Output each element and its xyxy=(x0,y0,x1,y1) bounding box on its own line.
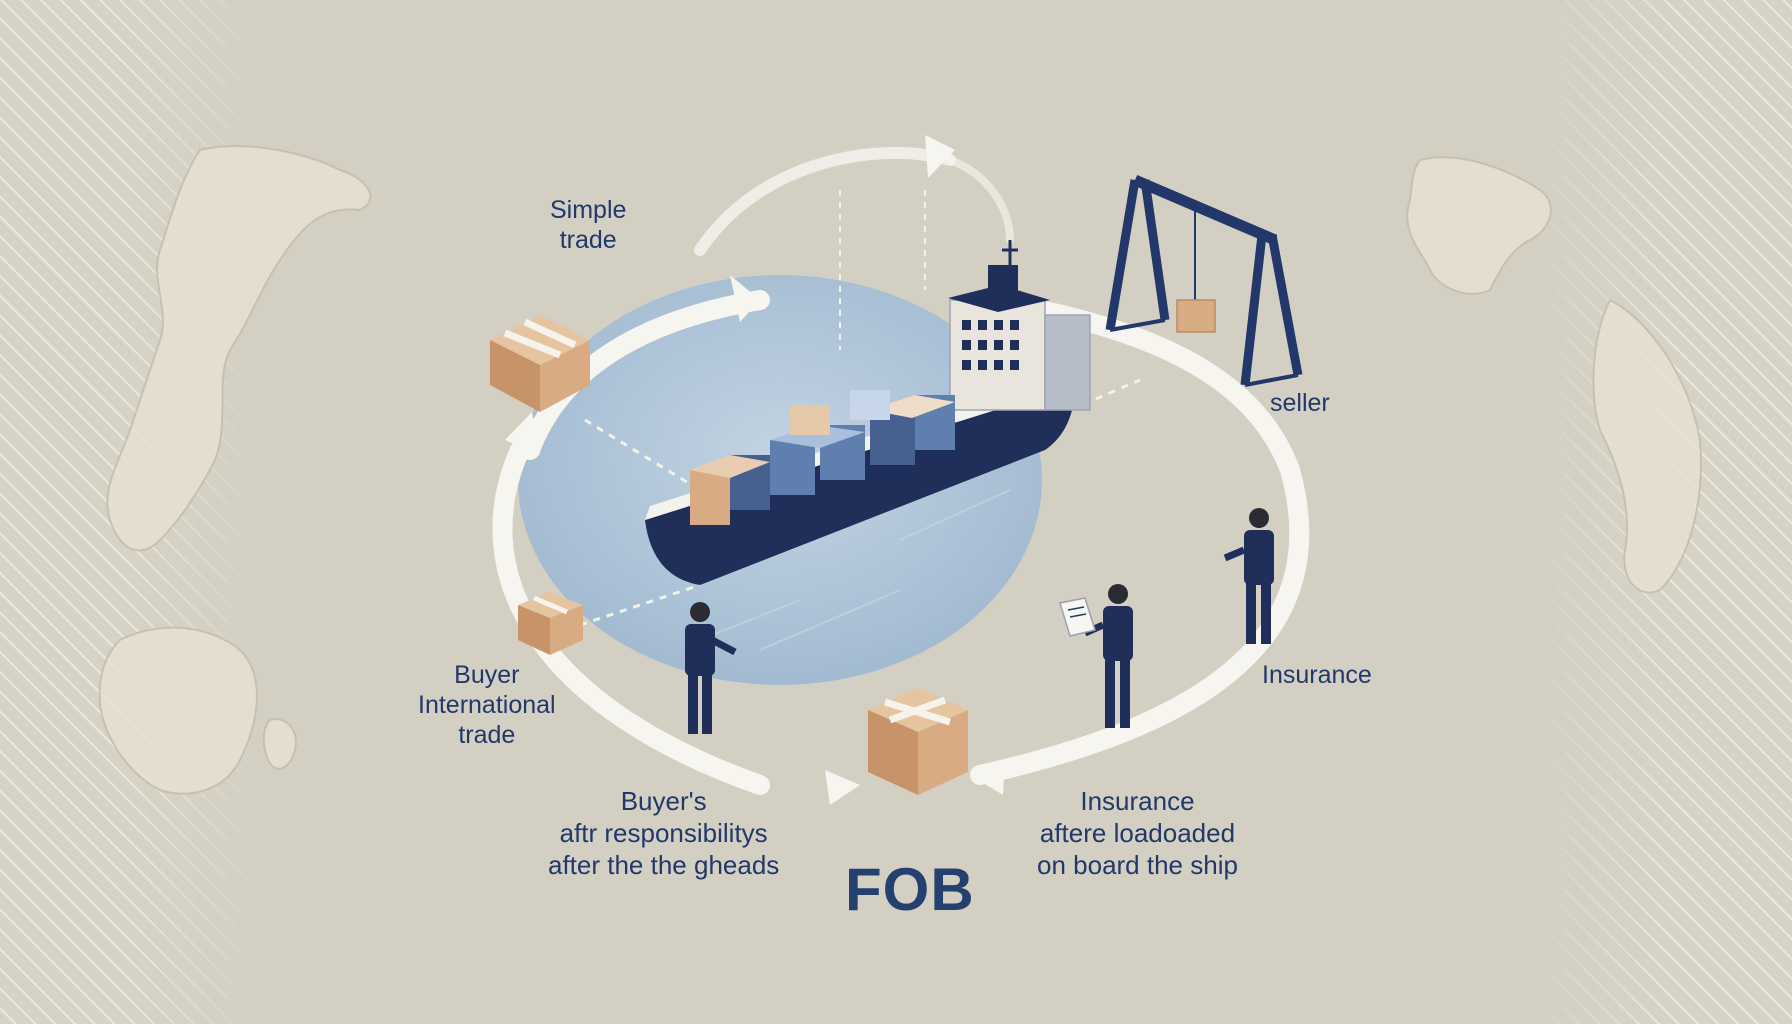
drop-lines xyxy=(839,190,926,350)
seller-label: seller xyxy=(1270,389,1330,417)
buyers-responsibility-label: Buyer's aftr responsibilitys after the t… xyxy=(548,785,779,881)
document-icon xyxy=(1059,597,1096,637)
water-ripples xyxy=(699,489,1011,651)
buyer-line-2: International xyxy=(418,691,556,719)
insurance-label: Insurance xyxy=(1262,661,1372,689)
cardboard-box-icon-small xyxy=(518,592,583,655)
dashed-connectors xyxy=(579,378,1141,627)
flow-arrowheads xyxy=(505,135,1005,805)
buyer-line-3: trade xyxy=(458,721,516,749)
gantry-crane-icon xyxy=(1105,174,1303,387)
responsibility-line-2: aftr responsibilitys xyxy=(559,818,768,848)
person-icon-inspector xyxy=(1083,584,1133,728)
responsibility-line-1: Buyer's xyxy=(620,786,707,816)
cardboard-box-icon xyxy=(490,315,590,412)
container-stack xyxy=(690,390,955,525)
fob-title: FOB xyxy=(845,856,975,923)
striped-border-right xyxy=(1532,0,1792,1024)
person-icon-buyer xyxy=(685,602,737,734)
cargo-ship-icon xyxy=(645,240,1091,585)
insurance-loaded-line-3: on board the ship xyxy=(1037,850,1238,880)
simple-trade-line-1: Simple xyxy=(550,196,627,224)
person-icon-seller xyxy=(1223,508,1274,644)
buyer-line-1: Buyer xyxy=(454,661,520,689)
insurance-loaded-label: Insurance aftere loadoaded on board the … xyxy=(1037,785,1238,881)
hoisted-crate xyxy=(1176,299,1216,333)
insurance-loaded-line-2: aftere loadoaded xyxy=(1039,818,1236,848)
simple-trade-line-2: trade xyxy=(559,226,617,254)
world-map-icon xyxy=(98,145,1702,795)
responsibility-line-3: after the the gheads xyxy=(548,850,780,880)
buyer-international-label: Buyer International trade xyxy=(418,660,556,750)
cardboard-box-icon-bottom xyxy=(868,688,968,795)
insurance-loaded-line-1: Insurance xyxy=(1080,786,1195,816)
simple-trade-label: Simple trade xyxy=(550,195,626,255)
